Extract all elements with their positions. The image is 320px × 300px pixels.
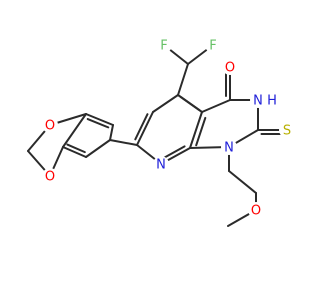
atom-s-thione: S xyxy=(283,124,291,139)
bond-n8-c8a-second-line xyxy=(161,145,186,160)
bond-c5-c6 xyxy=(152,94,179,113)
atom-n8: N xyxy=(156,158,166,173)
bond-ar-4-second-line xyxy=(86,118,110,129)
bond-ch2-ch2 xyxy=(228,170,257,194)
atom-s-thione-background xyxy=(279,122,295,138)
bond-ar-4 xyxy=(85,113,114,126)
bonds xyxy=(27,44,288,227)
atom-o-carbonyl: O xyxy=(225,61,235,76)
atom-o-dioxole-top: O xyxy=(45,119,55,134)
atom-f-left: F xyxy=(160,39,167,54)
bond-c5-chf2 xyxy=(177,63,189,96)
bond-c4a-c5-second-line xyxy=(179,96,201,111)
atom-o-methoxy: O xyxy=(251,204,261,219)
bond-ar-2 xyxy=(62,146,87,158)
atom-n3: N xyxy=(253,94,263,109)
atom-f-left-background xyxy=(156,37,172,53)
bond-c6-c7 xyxy=(136,111,154,146)
bond-ar-3 xyxy=(62,113,87,148)
atom-n1: N xyxy=(224,141,234,156)
atom-o-dioxole-bottom-background xyxy=(42,168,58,184)
atom-h-n3-background xyxy=(264,92,280,108)
bond-ar-5 xyxy=(109,124,114,141)
atom-o-dioxole-bottom: O xyxy=(45,170,55,185)
atom-f-right-background xyxy=(205,37,221,53)
atom-f-right: F xyxy=(209,39,216,54)
bond-ar-2-second-line xyxy=(66,143,86,154)
bond-c6-c7-second-line xyxy=(134,113,149,141)
bond-c7-aryl xyxy=(109,139,138,146)
atom-n8-background xyxy=(153,156,169,172)
atom-n1-background xyxy=(221,139,237,155)
atom-h-n3: H xyxy=(267,94,277,109)
atom-o-dioxole-top-background xyxy=(42,117,58,133)
bond-ar-1 xyxy=(85,139,111,158)
atom-o-methoxy-background xyxy=(248,202,264,218)
atom-o-carbonyl-background xyxy=(222,59,238,75)
bond-c4a-c8a xyxy=(189,111,203,149)
bond-c4-c4a xyxy=(201,99,231,113)
atom-n3-background xyxy=(250,92,266,108)
bond-c4a-c8a-second-line xyxy=(195,116,207,147)
